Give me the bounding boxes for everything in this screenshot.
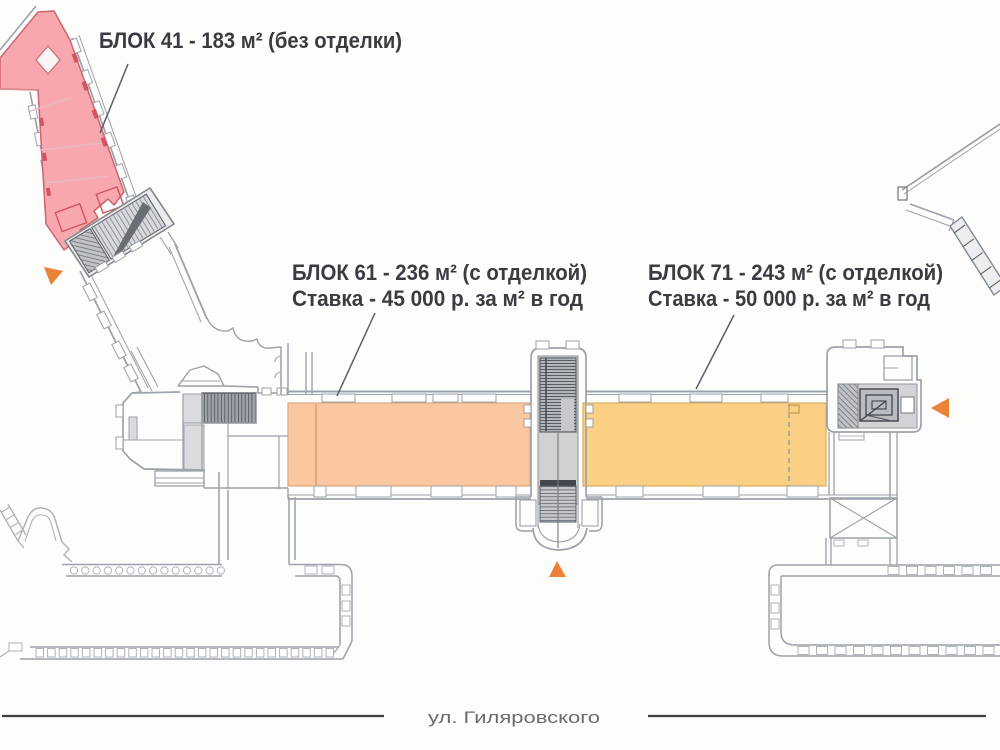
svg-text:Ставка - 45 000 р. за м² в год: Ставка - 45 000 р. за м² в год — [292, 286, 583, 311]
svg-text:ул. Гиляровского: ул. Гиляровского — [428, 708, 600, 727]
svg-text:Ставка - 50 000 р. за м² в год: Ставка - 50 000 р. за м² в год — [648, 286, 930, 311]
svg-text:БЛОК 61 - 236 м² (с отделкой): БЛОК 61 - 236 м² (с отделкой) — [292, 260, 587, 285]
svg-text:БЛОК 71 - 243 м² (с отделкой): БЛОК 71 - 243 м² (с отделкой) — [648, 260, 943, 285]
svg-text:БЛОК 41 - 183 м² (без отделки): БЛОК 41 - 183 м² (без отделки) — [99, 28, 402, 53]
